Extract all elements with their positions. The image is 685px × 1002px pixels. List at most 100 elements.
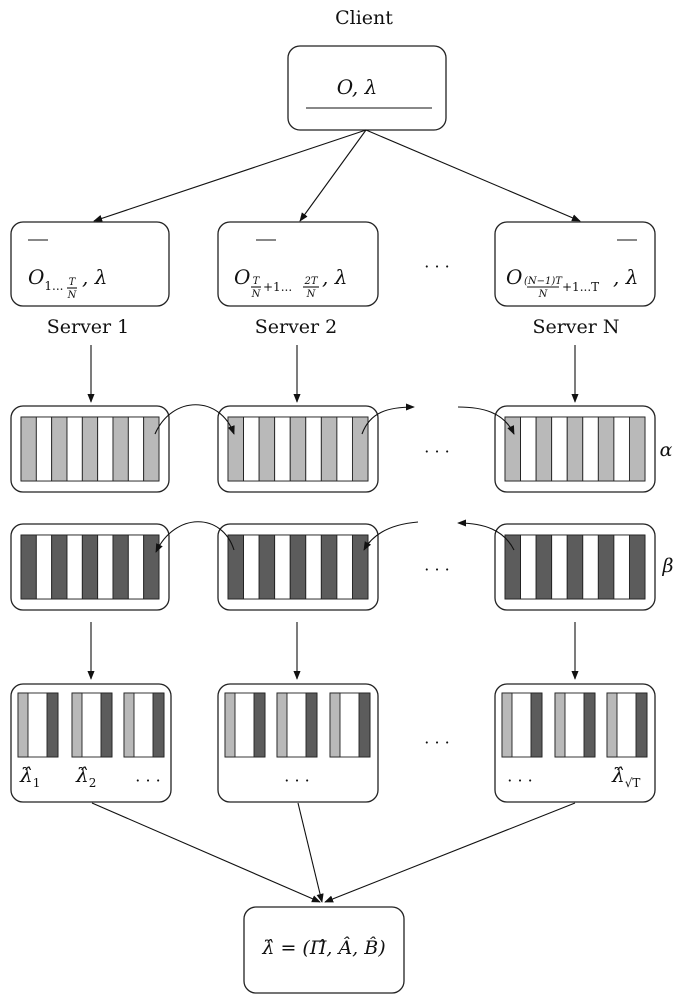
alpha-forward-arrow-2 bbox=[361, 403, 415, 435]
alpha-block-1-stripe bbox=[20, 416, 37, 482]
arrow-est-n-to-result bbox=[324, 802, 576, 903]
alpha-block-2-stripe bbox=[351, 416, 369, 482]
estimate-label-2: λ̂ bbox=[75, 763, 89, 787]
beta-backward-arrow-1 bbox=[363, 521, 419, 551]
server-1-box: O1... T N , λ bbox=[10, 221, 170, 307]
alpha-forward-arrow-1 bbox=[154, 404, 235, 435]
server-2-obs-tail: , λ bbox=[322, 265, 347, 289]
beta-block-2-stripe bbox=[258, 534, 276, 600]
alpha-block-1-stripe bbox=[112, 416, 129, 482]
estimate-box-2-dots: · · · bbox=[284, 771, 309, 790]
svg-text:O1...: O1... bbox=[28, 265, 63, 293]
alpha-block-2-stripe bbox=[258, 416, 276, 482]
client-title: Client bbox=[335, 7, 393, 29]
estimate-block-3-1-light bbox=[501, 692, 513, 758]
client-box: O, λ bbox=[287, 45, 447, 131]
server-2-obs-mid: +1... bbox=[263, 280, 292, 294]
result-box bbox=[243, 906, 405, 994]
alpha-forward-arrow-3 bbox=[457, 406, 515, 435]
alpha-block-3-stripe bbox=[551, 416, 568, 482]
server-1-frac-den: N bbox=[67, 290, 78, 301]
server-2-label: Server 2 bbox=[255, 316, 338, 338]
alpha-block-2-stripe bbox=[336, 416, 353, 482]
arrow-client-to-server-n bbox=[365, 129, 581, 222]
arrow-est-1-to-result bbox=[91, 802, 321, 903]
estimate-block-2-2-dark bbox=[305, 692, 318, 758]
estimate-block-1-3-dark bbox=[152, 692, 165, 758]
server-2-frac-num: T bbox=[253, 276, 261, 287]
arrow-client-to-server-2 bbox=[299, 129, 367, 222]
estimate-label-1-sub: 1 bbox=[33, 776, 41, 790]
estimate-row-ellipsis: · · · bbox=[424, 733, 449, 752]
alpha-block-3-stripe bbox=[613, 416, 630, 482]
estimate-block-2-1-dark bbox=[253, 692, 266, 758]
beta-block-1-stripe bbox=[35, 534, 53, 600]
beta-block-2-stripe bbox=[351, 534, 369, 600]
beta-block-2-stripe bbox=[336, 534, 353, 600]
alpha-block-2-stripe bbox=[305, 416, 322, 482]
server-2-frac2-den: N bbox=[306, 289, 317, 300]
arrow-est-2-to-result bbox=[297, 802, 324, 903]
estimate-block-2-2-light bbox=[276, 692, 288, 758]
svg-text:λ̂1: λ̂1 bbox=[19, 763, 40, 790]
beta-bars bbox=[20, 534, 646, 600]
estimate-label-1: λ̂ bbox=[19, 763, 33, 787]
beta-block-2-stripe bbox=[320, 534, 338, 600]
beta-block-3-stripe bbox=[535, 534, 553, 600]
result-text: λ̂ = (Π̂, Â, B̂) bbox=[261, 936, 385, 959]
alpha-block-3-stripe bbox=[566, 416, 584, 482]
server-row-ellipsis: · · · bbox=[424, 257, 449, 276]
estimate-block-3-3-dark bbox=[635, 692, 648, 758]
estimate-label-last-sub: √T bbox=[625, 776, 641, 790]
estimate-block-1-1-light bbox=[17, 692, 29, 758]
server-n-frac-den: N bbox=[538, 289, 549, 300]
estimate-box-n-dots: · · · bbox=[507, 771, 532, 790]
estimate-block-2-3-light bbox=[329, 692, 341, 758]
server-2-frac-den: N bbox=[251, 289, 262, 300]
estimate-block-2-1-light bbox=[224, 692, 236, 758]
alpha-block-1-stripe bbox=[143, 416, 160, 482]
beta-block-3-stripe bbox=[613, 534, 630, 600]
beta-row-ellipsis: · · · bbox=[424, 560, 449, 579]
alpha-row-ellipsis: · · · bbox=[424, 442, 449, 461]
server-n-frac-num: (N−1)T bbox=[524, 276, 563, 287]
alpha-block-3-stripe bbox=[504, 416, 522, 482]
alpha-block-2-stripe bbox=[320, 416, 338, 482]
server-1-frac-num: T bbox=[69, 277, 77, 288]
estimate-block-1-2-light bbox=[71, 692, 83, 758]
beta-backward-arrow-2 bbox=[155, 521, 235, 553]
alpha-block-2-stripe bbox=[243, 416, 260, 482]
server-n-obs-main: O bbox=[506, 265, 522, 289]
server-n-box: O (N−1)T N +1...T , λ bbox=[494, 221, 656, 307]
estimate-block-3-2-light bbox=[554, 692, 566, 758]
server-1-obs-sub: 1... bbox=[44, 279, 63, 293]
estimate-bars bbox=[17, 692, 648, 758]
beta-block-3-stripe bbox=[504, 534, 522, 600]
beta-block-1-stripe bbox=[20, 534, 37, 600]
beta-block-1-stripe bbox=[81, 534, 99, 600]
arrow-client-to-server-1 bbox=[93, 129, 367, 222]
estimate-label-last: λ̂ bbox=[611, 763, 625, 787]
beta-block-1-stripe bbox=[143, 534, 160, 600]
server-1-obs-tail: , λ bbox=[82, 265, 107, 289]
server-n-obs-tail: , λ bbox=[613, 265, 638, 289]
alpha-block-2-stripe bbox=[274, 416, 291, 482]
alpha-label: α bbox=[660, 439, 673, 461]
alpha-block-1-stripe bbox=[66, 416, 83, 482]
beta-label: β bbox=[662, 555, 674, 577]
beta-block-3-stripe bbox=[597, 534, 615, 600]
alpha-block-3-stripe bbox=[597, 416, 615, 482]
server-1-obs-main: O bbox=[28, 265, 44, 289]
beta-block-1-stripe bbox=[51, 534, 68, 600]
estimate-block-3-3-light bbox=[606, 692, 618, 758]
client-box-text: O, λ bbox=[337, 75, 378, 99]
estimate-block-3-1-dark bbox=[530, 692, 543, 758]
beta-block-3-stripe bbox=[582, 534, 599, 600]
beta-block-2-stripe bbox=[305, 534, 322, 600]
beta-block-3-stripe bbox=[551, 534, 568, 600]
alpha-block-1-stripe bbox=[35, 416, 53, 482]
beta-block-2-stripe bbox=[243, 534, 260, 600]
estimate-block-1-3-light bbox=[123, 692, 135, 758]
alpha-block-1-stripe bbox=[51, 416, 68, 482]
alpha-block-1-stripe bbox=[127, 416, 145, 482]
